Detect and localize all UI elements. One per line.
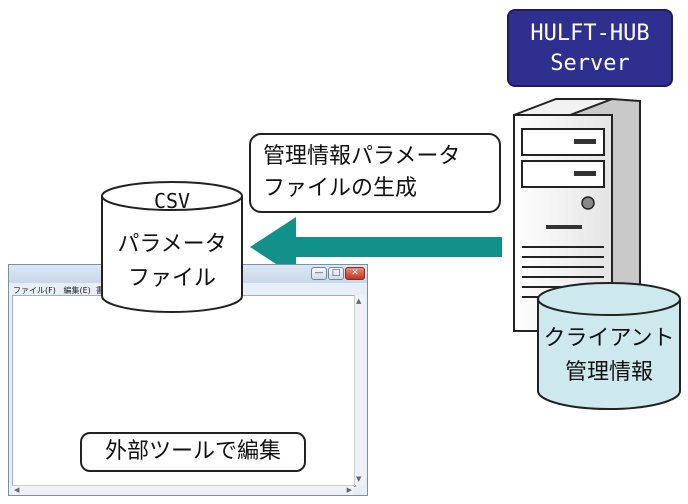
scroll-right-arrow-icon[interactable]: ▶ xyxy=(346,486,352,494)
vertical-scrollbar[interactable]: ▲ ▼ xyxy=(354,295,365,485)
generation-callout: 管理情報パラメータ ファイルの生成 xyxy=(249,133,501,213)
client-db-label: クライアント 管理情報 xyxy=(532,322,686,390)
minimize-button[interactable]: — xyxy=(311,267,327,280)
csv-label-line2: ファイル xyxy=(127,266,216,291)
menu-format[interactable]: 書 xyxy=(95,286,104,295)
close-button[interactable]: ✕ xyxy=(345,267,365,280)
window-menubar: ファイル(F) 編集(E) 書 xyxy=(13,285,104,296)
flow-arrow-icon xyxy=(250,217,502,277)
menu-file[interactable]: ファイル(F) xyxy=(13,286,56,295)
scroll-up-arrow-icon[interactable]: ▲ xyxy=(356,297,362,305)
maximize-button[interactable]: □ xyxy=(328,267,344,280)
menu-edit[interactable]: 編集(E) xyxy=(63,286,91,295)
csv-label-line1: パラメータ xyxy=(117,232,227,257)
client-db-cylinder-icon xyxy=(537,282,681,410)
db-label-line1: クライアント xyxy=(543,326,675,351)
scroll-down-arrow-icon[interactable]: ▼ xyxy=(356,475,362,483)
server-label-box: HULFT-HUB Server xyxy=(507,9,673,87)
csv-file-label: パラメータ ファイル xyxy=(100,228,244,296)
csv-file-cylinder-icon xyxy=(101,181,243,313)
external-tool-label: 外部ツールで編集 xyxy=(80,432,306,472)
scroll-left-arrow-icon[interactable]: ◀ xyxy=(14,486,20,494)
server-label-line1: HULFT-HUB xyxy=(530,21,650,46)
callout-line1: 管理情報パラメータ xyxy=(263,144,461,169)
csv-label: CSV xyxy=(153,189,191,213)
horizontal-scrollbar[interactable]: ◀ ▶ xyxy=(12,485,354,495)
server-label-line2: Server xyxy=(550,51,630,76)
callout-line2: ファイルの生成 xyxy=(263,176,418,201)
db-label-line2: 管理情報 xyxy=(564,360,653,385)
